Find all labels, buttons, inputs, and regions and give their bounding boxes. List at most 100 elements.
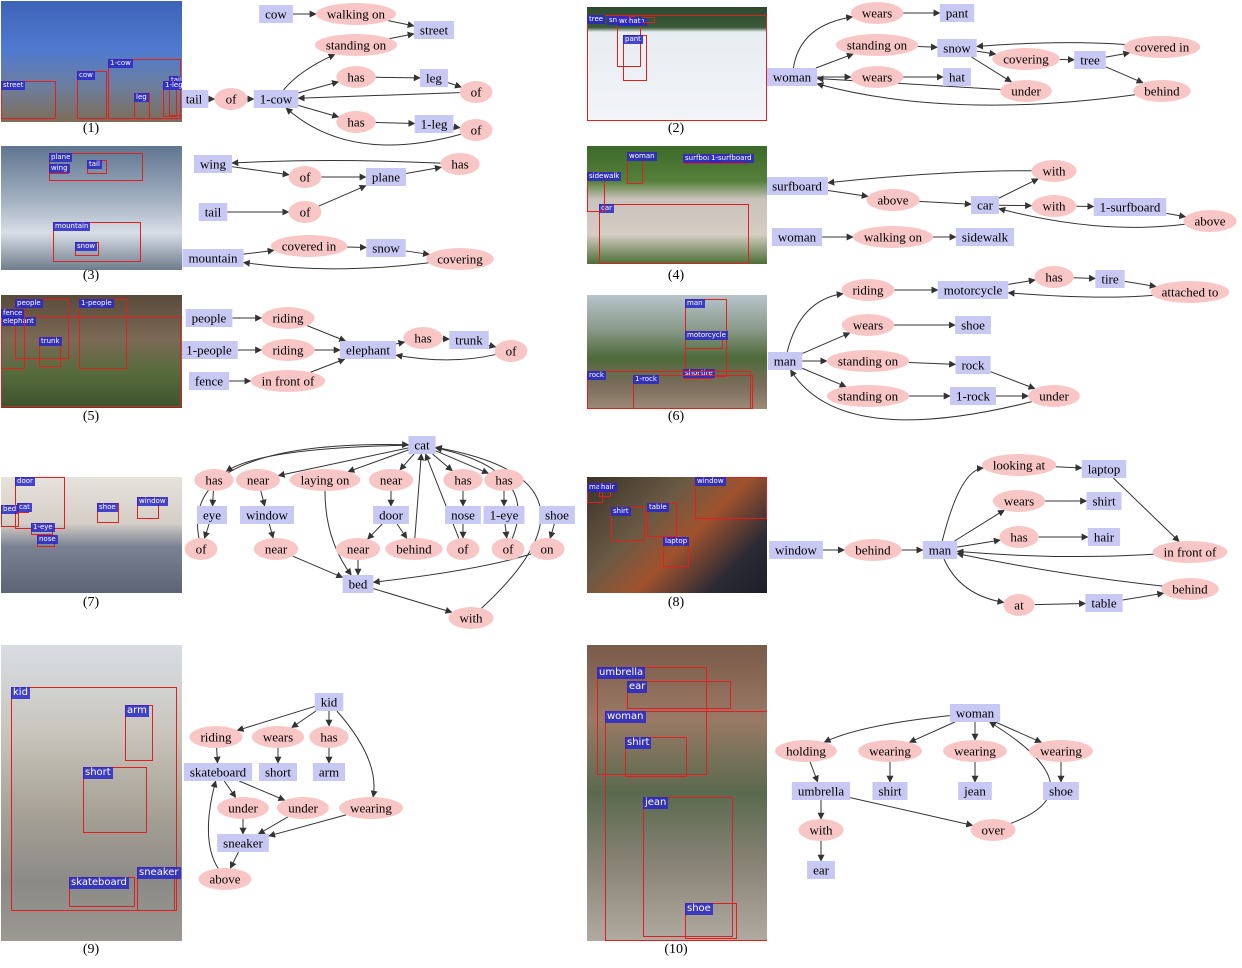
relation-edge: [243, 247, 275, 255]
relation-edge: [405, 164, 442, 174]
relation-node-ellipse: [214, 88, 248, 110]
object-node-box: [1087, 528, 1121, 546]
relation-edge: [1007, 289, 1153, 298]
relation-node: riding: [189, 726, 243, 748]
object-node: laptop: [1081, 460, 1127, 478]
object-node-box: [955, 356, 991, 374]
bounding-box: [625, 737, 687, 777]
relation-edge: [225, 444, 409, 472]
relation-node: under: [217, 797, 269, 819]
relation-edge: [203, 523, 210, 539]
relation-node: wears: [850, 66, 904, 88]
relation-edge: [1166, 212, 1187, 220]
relation-edge: [998, 206, 1185, 228]
node-label: people: [192, 311, 227, 326]
node-label: wearing: [1040, 744, 1082, 759]
bounding-box-label: snow: [75, 242, 98, 251]
node-label: behind: [855, 543, 891, 558]
bounding-box: [587, 15, 767, 121]
node-label: plane: [372, 170, 400, 185]
node-label: shirt: [878, 784, 902, 799]
node-label: has: [454, 473, 471, 488]
relation-node: has: [336, 66, 376, 88]
relation-node-ellipse: [992, 490, 1046, 512]
object-node-box: [339, 341, 397, 359]
node-label: with: [459, 611, 483, 626]
bounding-box: [1, 81, 56, 119]
relation-node: behind: [1133, 80, 1191, 102]
relation-node: has: [443, 469, 483, 491]
relation-edge: [236, 705, 315, 732]
object-node-box: [922, 541, 958, 559]
object-node-box: [253, 90, 299, 108]
node-label: of: [196, 542, 208, 557]
object-node: tail: [179, 90, 209, 108]
node-label: wears: [862, 70, 892, 85]
relation-node-ellipse: [277, 797, 329, 819]
relation-edge: [802, 367, 847, 388]
object-node: shirt: [1086, 492, 1122, 510]
bounding-box-label: motorcycle: [685, 331, 728, 340]
node-label: 1-surfboard: [1100, 200, 1161, 215]
bounding-box-label: 1-eye: [31, 523, 55, 532]
object-node-box: [180, 341, 238, 359]
relation-node-ellipse: [443, 469, 483, 491]
relation-edge: [1055, 464, 1083, 472]
relation-edge: [827, 170, 1032, 186]
relation-node: has: [999, 526, 1039, 548]
bounding-box-label: sidewalk: [587, 172, 622, 181]
relation-edge: [310, 358, 346, 373]
object-node-box: [185, 309, 233, 327]
relation-node-ellipse: [1031, 160, 1077, 182]
object-node: 1-eye: [483, 506, 525, 524]
node-label: 1-leg: [421, 117, 448, 132]
object-node-box: [420, 69, 448, 87]
object-node-box: [1095, 270, 1125, 288]
object-node: rock: [955, 356, 991, 374]
relation-edge: [347, 449, 409, 473]
object-node-box: [791, 782, 851, 800]
relation-node-ellipse: [315, 3, 397, 25]
node-label: attached to: [1162, 285, 1219, 300]
object-node-box: [769, 541, 823, 559]
relation-node-ellipse: [309, 726, 349, 748]
relation-node: in front of: [1152, 541, 1228, 563]
node-label: tire: [1101, 272, 1119, 287]
object-node-box: [771, 228, 823, 246]
bounding-box-label: 1-leg: [163, 81, 182, 90]
object-node-box: [1081, 460, 1127, 478]
relation-edge: [268, 523, 275, 539]
node-label: tree: [1080, 53, 1100, 68]
relation-node-ellipse: [250, 370, 326, 392]
bounding-box-label: man: [685, 299, 705, 308]
object-node-box: [196, 506, 228, 524]
relation-edge: [919, 200, 972, 208]
relation-node: has: [484, 469, 524, 491]
node-label: of: [226, 92, 238, 107]
node-label: covering: [437, 252, 483, 267]
node-label: wing: [200, 157, 227, 172]
relation-node-ellipse: [235, 469, 281, 491]
relation-edge: [231, 159, 441, 167]
relation-edge: [815, 52, 854, 69]
bounding-box: [605, 711, 767, 941]
node-label: door: [379, 508, 404, 523]
relation-node: with: [448, 607, 494, 629]
relation-node: at: [1003, 594, 1035, 616]
node-label: pant: [946, 6, 969, 21]
relation-edge: [399, 453, 415, 471]
bounding-box-label: ear: [627, 681, 648, 693]
relation-edge: [259, 490, 267, 507]
relation-edge: [816, 75, 1001, 90]
relation-node-ellipse: [826, 350, 910, 372]
p8-edges: [822, 464, 1180, 608]
bounding-box-label: laptop: [663, 537, 690, 546]
bounding-box-label: man: [587, 483, 607, 492]
relation-node: wears: [850, 2, 904, 24]
node-label: tail: [186, 92, 203, 107]
bounding-box-label: 1-cow: [108, 59, 133, 68]
p1-edges: [208, 10, 462, 146]
node-label: of: [300, 170, 312, 185]
